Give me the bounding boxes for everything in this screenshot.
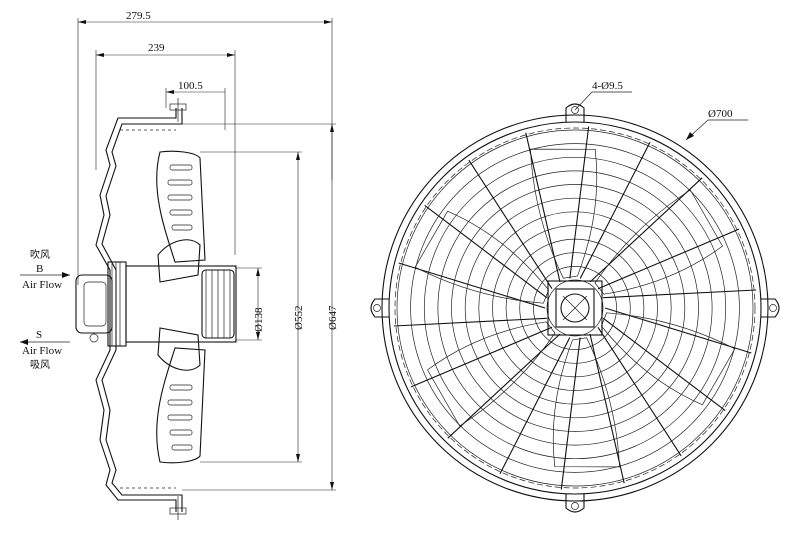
guard-spoke [603,289,757,299]
mount-holes-callout: 4-Ø9.5 [574,80,632,111]
guard-spoke [468,159,553,289]
grill-ring [478,211,672,405]
mount-holes-label: 4-Ø9.5 [592,80,623,92]
fan-blade [530,148,598,279]
dimension-blade-diameter: Ø552 [200,151,305,463]
blow-cn-label: 吹风 [30,248,50,261]
front-view-blades [414,148,736,468]
blow-code-label: B [36,263,43,275]
front-hub [547,280,603,336]
dimension-hub-diameter: Ø138 [235,267,265,341]
guard-spoke [393,317,547,327]
guard-spoke [499,337,571,475]
mounting-ears [370,103,780,513]
airflow-blow: 吹风 B Air Flow [20,248,70,291]
dimension-overall-depth: 279.5 [77,10,333,285]
grill-ring [519,252,631,364]
guard-flange-profile [95,98,187,520]
guard-outer-ring [381,114,769,502]
fan-blade [427,321,556,427]
guard-grill-rings [396,129,754,487]
blade-diameter-label: Ø552 [293,306,305,330]
guard-spoke [560,337,581,490]
guard-spoke [597,228,740,290]
flange-diameter-label: Ø647 [327,305,339,330]
guard-spoke [602,317,726,412]
fan-blade [414,210,549,304]
dimension-hub-depth: 100.5 [165,80,226,130]
guard-diameter-callout: Ø700 [685,108,748,141]
fan-blade [552,337,620,468]
grill-ring [492,225,658,391]
grill-ring [437,170,713,446]
side-view-blades [156,150,206,464]
guard-diameter-label: Ø700 [708,108,733,120]
guard-spoke [569,126,590,279]
fan-blade [594,189,723,295]
guard-spoke [579,141,651,279]
suction-code-label: S [36,329,42,341]
fan-blade [601,312,736,406]
overall-depth-label: 279.5 [126,10,151,22]
dimension-guard-depth: 239 [95,42,236,255]
side-view: 279.5 239 100.5 [20,10,339,520]
grill-ring [396,129,754,487]
hub-diameter-label: Ø138 [253,307,265,332]
grill-ring [451,184,699,432]
suction-cn-label: 吸风 [30,359,50,371]
blow-airflow-label: Air Flow [22,279,62,291]
guard-spoke [424,204,548,299]
guard-spokes [393,126,757,490]
guard-spoke [597,327,682,457]
guard-spoke [410,326,553,388]
dimension-flange-diameter: Ø647 [182,123,339,491]
airflow-suction: S Air Flow 吸风 [20,329,70,371]
hub-depth-label: 100.5 [178,80,203,92]
suction-airflow-label: Air Flow [22,345,62,357]
grill-ring [533,266,617,350]
motor-body [75,261,237,347]
grill-ring [464,197,686,419]
grill-ring [546,279,604,337]
front-view: 4-Ø9.5 Ø700 [370,80,780,513]
grill-ring [423,156,727,460]
guard-depth-label: 239 [148,42,165,54]
grill-ring [410,143,740,473]
